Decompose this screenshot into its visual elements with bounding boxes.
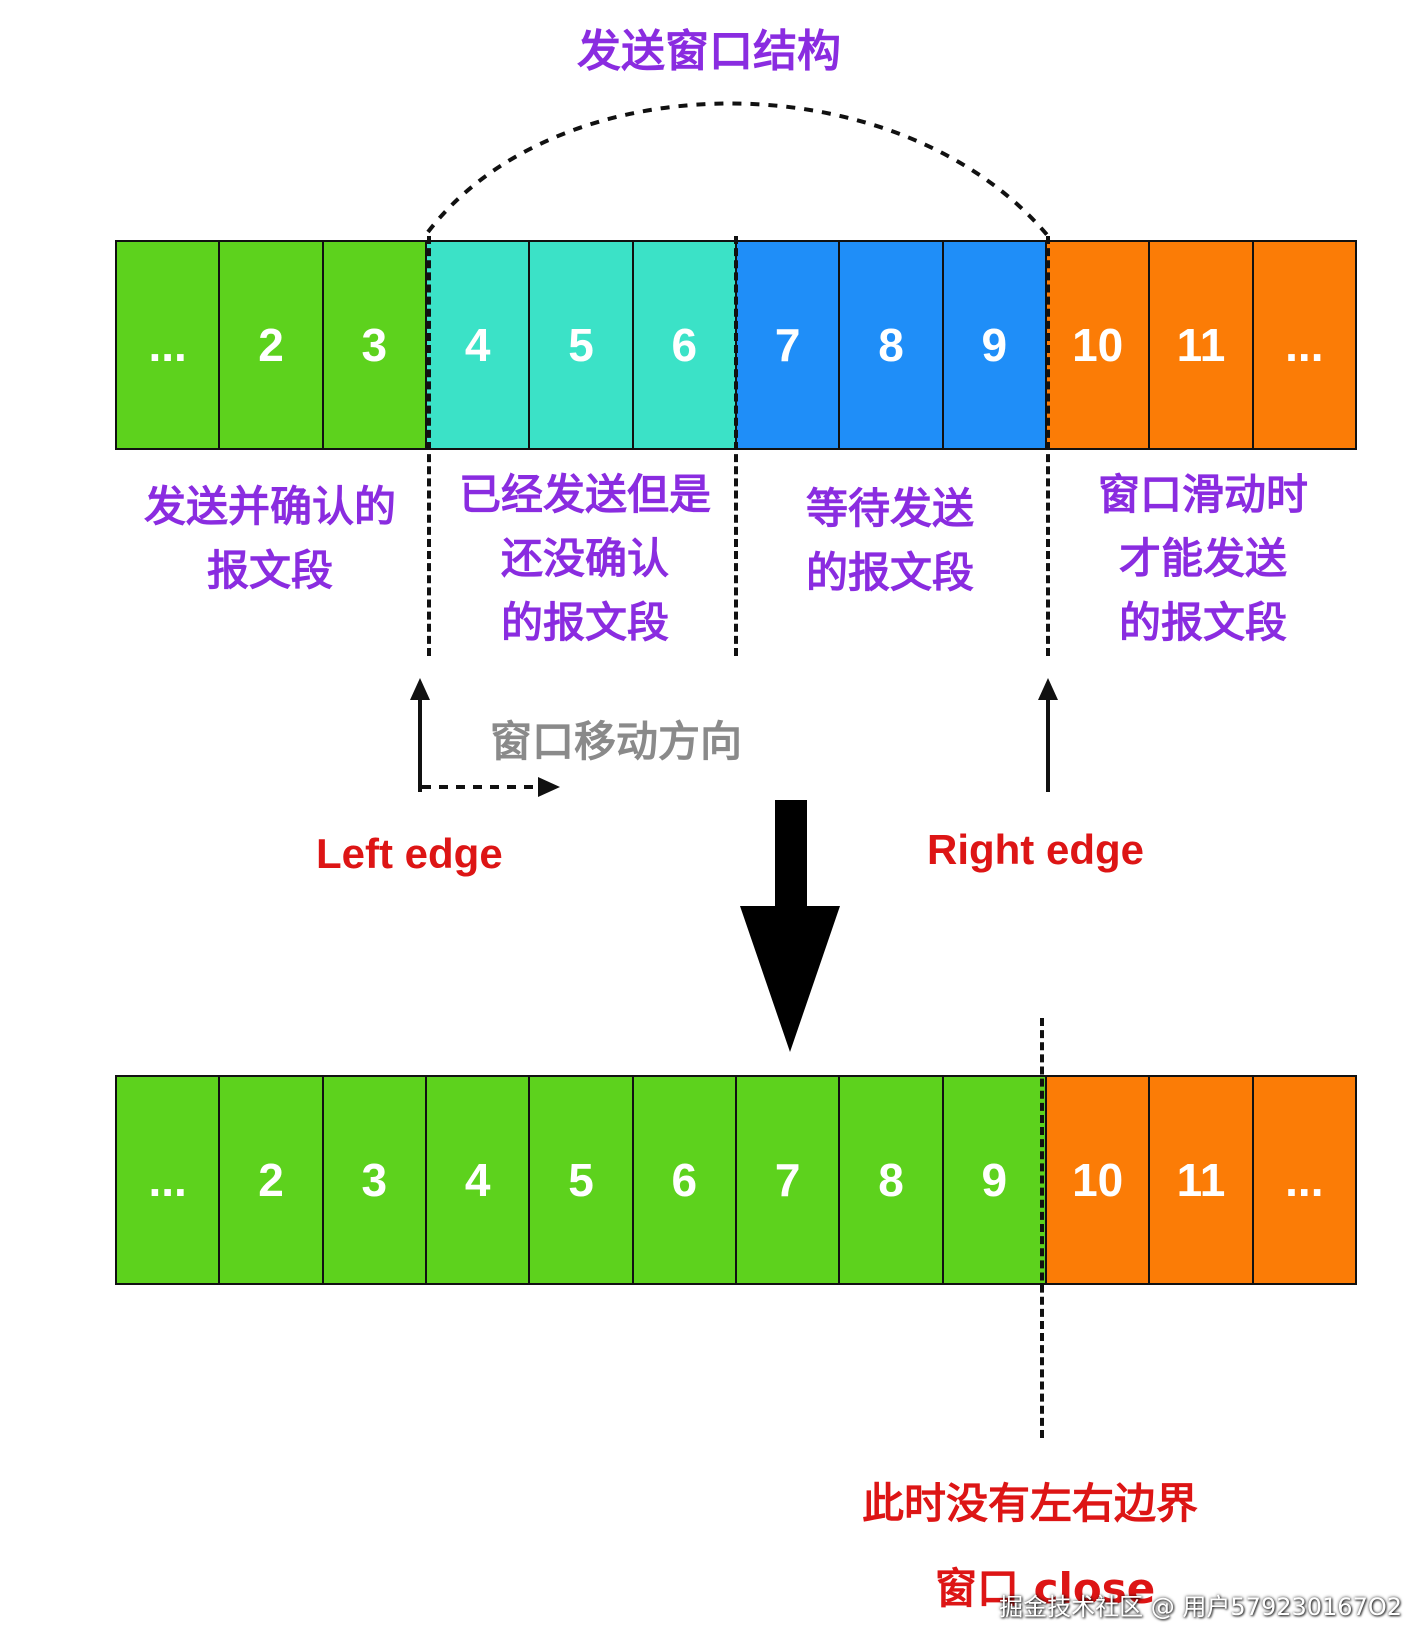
label-sent-acked: 发送并确认的 报文段 [143, 482, 396, 595]
top-row-cell: ... [1251, 240, 1357, 450]
bottom-row-cell: 5 [528, 1075, 634, 1285]
left-edge-label: Left edge [316, 830, 503, 877]
top-row-cell: 9 [941, 240, 1047, 450]
top-row-cell: 8 [838, 240, 944, 450]
divider-bottom-window [1040, 1018, 1044, 1438]
top-row-cell: 10 [1045, 240, 1151, 450]
top-row-cell: 5 [528, 240, 634, 450]
top-row-cell: 2 [218, 240, 324, 450]
divider-acked-unacked [427, 236, 431, 656]
window-close-label: 窗口 close [935, 1564, 1156, 1613]
label-sent-unacked: 已经发送但是 还没确认 的报文段 [458, 470, 711, 647]
watermark: 掘金技术社区 @ 用户579230167O2 [999, 1593, 1402, 1621]
bottom-row-cell: 8 [838, 1075, 944, 1285]
move-direction-label: 窗口移动方向 [490, 717, 743, 766]
transition-arrow-head [740, 906, 840, 1052]
send-window-arc [426, 101, 1050, 238]
bottom-row-cell: ... [115, 1075, 221, 1285]
top-row-cell: 4 [425, 240, 531, 450]
right-edge-label: Right edge [927, 826, 1144, 873]
divider-unacked-ready [734, 236, 738, 656]
top-row-cell: 6 [631, 240, 737, 450]
bottom-row-cell: 6 [631, 1075, 737, 1285]
transition-arrow-shaft [775, 800, 807, 908]
top-row-cell: 7 [735, 240, 841, 450]
bottom-row-cell: 11 [1148, 1075, 1254, 1285]
bottom-row-cell: 9 [941, 1075, 1047, 1285]
divider-ready-cannot [1046, 236, 1050, 656]
top-row-cell: 11 [1148, 240, 1254, 450]
label-ready-to-send: 等待发送 的报文段 [805, 484, 974, 597]
bottom-row-cell: 4 [425, 1075, 531, 1285]
left-edge-arrow-head [410, 678, 430, 700]
bottom-row-cell: 10 [1045, 1075, 1151, 1285]
bottom-row-cell: ... [1251, 1075, 1357, 1285]
bottom-row-cell: 3 [321, 1075, 427, 1285]
right-edge-arrow-head [1038, 678, 1058, 700]
move-direction-arrow-head [538, 777, 560, 797]
top-row-cell: ... [115, 240, 221, 450]
label-cannot-send: 窗口滑动时 才能发送 的报文段 [1097, 470, 1308, 647]
no-edges-note: 此时没有左右边界 [862, 1479, 1199, 1528]
top-row-cell: 3 [321, 240, 427, 450]
diagram-title: 发送窗口结构 [577, 26, 841, 77]
bottom-row-cell: 2 [218, 1075, 324, 1285]
bottom-row-cell: 7 [735, 1075, 841, 1285]
